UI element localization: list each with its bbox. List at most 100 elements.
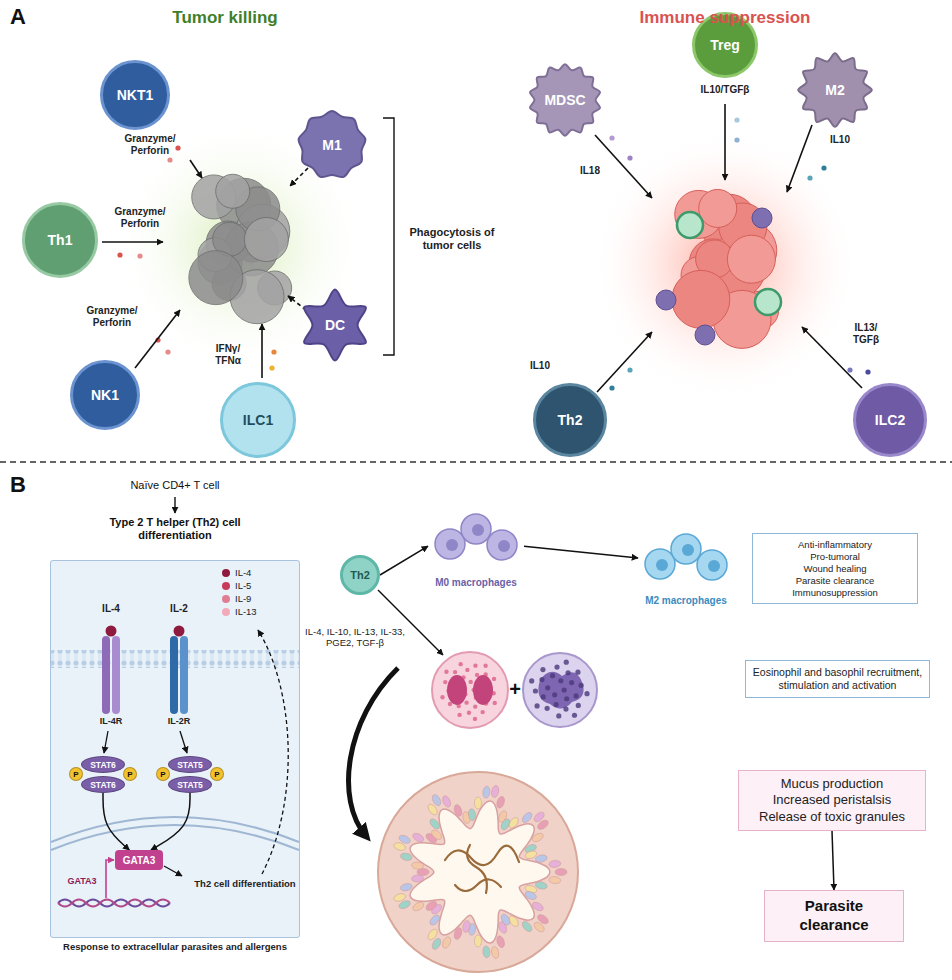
- node-text: Pro-tumoral: [759, 551, 911, 563]
- intestine-section: [393, 892, 407, 902]
- cytokine-dots: [117, 252, 122, 257]
- suppressor-cell: MDSC: [527, 62, 603, 138]
- immune-cell: ILC2: [853, 383, 927, 457]
- intestine-section: [411, 831, 425, 843]
- cytokine-dots: [734, 137, 739, 142]
- tumor-cells: [656, 290, 676, 310]
- connector-arrow: [832, 831, 834, 890]
- node-text: Wound healing: [759, 563, 911, 575]
- node-text: P: [73, 770, 78, 779]
- cell-outline: [299, 111, 366, 177]
- annotation-label: Granzyme/ Perforin: [77, 305, 147, 329]
- eosinophil: [464, 700, 468, 704]
- cytokine-legend: IL-4IL-5IL-9IL-13: [222, 566, 257, 618]
- node-text: STAT5: [177, 760, 203, 770]
- node-text: P: [127, 770, 132, 779]
- phosphate-dot: P: [156, 767, 170, 781]
- annotation-label: IFNγ/ TFNα: [205, 343, 251, 367]
- phosphate-dot: P: [69, 767, 83, 781]
- arrow: [261, 324, 263, 378]
- basophil: [556, 713, 561, 718]
- legend-row: IL-13: [222, 605, 257, 618]
- arrow: [104, 731, 108, 753]
- intestine-section: [475, 797, 482, 809]
- arrow: [597, 332, 652, 392]
- big-arrow: [349, 668, 398, 836]
- arrow: [378, 590, 443, 655]
- tumor-cells: [656, 189, 781, 348]
- arrow: [290, 168, 308, 186]
- intestine-section: [532, 920, 546, 933]
- arrow: [724, 104, 726, 180]
- intestine-section: [410, 801, 550, 943]
- basophil: [523, 653, 597, 727]
- tumor-cells: [677, 212, 703, 238]
- intestine-section: [490, 946, 499, 959]
- cytokine-dots: [865, 369, 870, 374]
- cytokine-dots: [734, 117, 739, 122]
- cytokine-dots: [821, 165, 826, 170]
- arrow: [174, 497, 175, 513]
- eosinophil: [459, 662, 463, 666]
- node-text: Mucus production: [745, 776, 919, 792]
- node-text: M1: [322, 137, 341, 153]
- transcription-arrow: [106, 860, 114, 898]
- connector-arrow: [151, 793, 190, 850]
- cytokine-dots: [167, 157, 172, 162]
- node-text: Treg: [710, 37, 740, 53]
- node-text: GATA3: [123, 855, 155, 866]
- cell-nucleus: [472, 524, 484, 536]
- outcome-box: Parasite clearance: [764, 890, 904, 942]
- node-text: Immunosuppression: [759, 587, 911, 599]
- annotation-label: IL-4R: [91, 716, 131, 727]
- legend-swatch: [222, 608, 230, 616]
- tumor-cells: [699, 189, 737, 227]
- cytokine-dots: [175, 145, 180, 150]
- annotation-label: GATA3: [62, 876, 102, 887]
- intestine-section: [490, 785, 499, 798]
- intestine-section: [475, 935, 482, 947]
- il4-receptor: [102, 626, 120, 715]
- annotation-label: IL-2R: [159, 716, 199, 727]
- panel-divider: [0, 461, 952, 463]
- intestine-section: [482, 786, 490, 799]
- nuclear-envelope: [51, 825, 299, 850]
- eosinophil: [447, 675, 467, 705]
- legend-swatch: [222, 569, 230, 577]
- basophil: [576, 703, 581, 708]
- il4-receptor: [112, 636, 120, 714]
- legend-swatch: [222, 582, 230, 590]
- tumor-glow: [115, 120, 860, 400]
- arrow: [595, 135, 652, 198]
- cytokine-dots: [137, 253, 142, 258]
- dendritic-cell: DC: [297, 287, 373, 363]
- legend-swatch: [222, 595, 230, 603]
- intestine-section: [495, 935, 505, 949]
- basophil: [539, 677, 544, 682]
- intestine-section: [520, 811, 533, 825]
- node-text: P: [160, 770, 165, 779]
- node-text: Parasite clearance: [759, 575, 911, 587]
- basophil: [552, 692, 557, 697]
- basophil: [538, 672, 583, 709]
- intestine-section: [411, 900, 425, 912]
- immune-cell: ILC1: [220, 382, 296, 458]
- cell-nucleus: [656, 559, 668, 571]
- intestine-section: [520, 920, 533, 934]
- connector-arrow: [380, 546, 428, 575]
- node-text: NKT1: [117, 87, 154, 103]
- intestine-section: [430, 793, 442, 807]
- il4-receptor: [106, 626, 117, 637]
- cytokine-dots: [117, 117, 870, 390]
- stat-protein: STAT5: [168, 776, 212, 793]
- tumor-cells: [695, 325, 715, 345]
- intestine-section: [495, 795, 505, 809]
- annotation-label: Type 2 T helper (Th2) cell differentiati…: [85, 516, 265, 542]
- annotation-label: IL10: [524, 360, 556, 372]
- macrophage-cell: [671, 534, 701, 564]
- eosinophil: [493, 701, 497, 705]
- effect-box: Mucus productionIncreased peristalsisRel…: [738, 770, 926, 831]
- cytokine-dots: [609, 385, 614, 390]
- cytokine-dots: [627, 367, 632, 372]
